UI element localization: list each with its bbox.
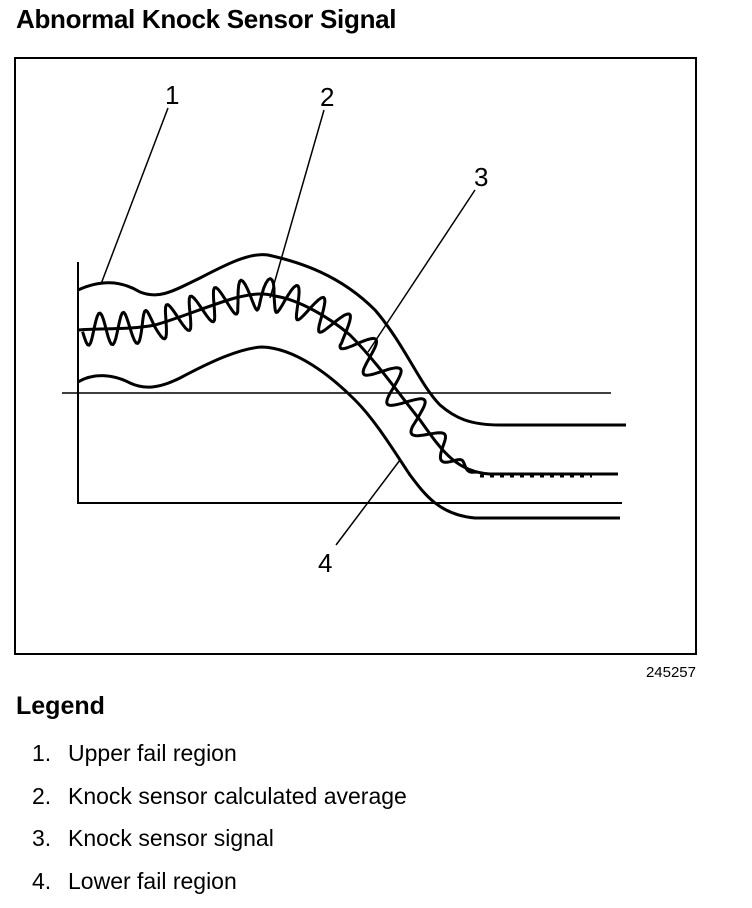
legend-item-label: Upper fail region: [68, 740, 237, 766]
knock-signal-diagram: 1 2 3 4: [14, 57, 697, 655]
callout-leader-3: [367, 189, 476, 353]
legend-heading: Legend: [16, 692, 105, 720]
callout-leader-1: [100, 107, 169, 285]
callout-leader-4: [335, 459, 401, 546]
legend-item-label: Knock sensor signal: [68, 825, 274, 851]
legend-item: 4. Lower fail region: [32, 866, 407, 908]
legend-item-number: 2.: [32, 782, 52, 809]
callout-3: 3: [474, 162, 488, 192]
legend-item-number: 4.: [32, 867, 52, 894]
diagram-frame: [14, 57, 697, 655]
diagram-title: Abnormal Knock Sensor Signal: [16, 4, 397, 34]
legend-item-label: Lower fail region: [68, 867, 237, 894]
legend-item: 3. Knock sensor signal: [32, 823, 407, 866]
legend-item-label: Knock sensor calculated average: [68, 782, 407, 809]
callout-2: 2: [320, 82, 334, 112]
callout-4: 4: [318, 548, 332, 578]
legend-list: 1. Upper fail region 2. Knock sensor calcu…: [32, 738, 407, 908]
upper-fail-boundary: [77, 253, 626, 427]
calculated-average-line: [77, 292, 618, 476]
legend-item-number: 3.: [32, 825, 52, 851]
lower-fail-boundary: [77, 345, 620, 520]
callout-1: 1: [165, 80, 179, 110]
callout-leader-2: [269, 109, 325, 299]
legend-item: 1. Upper fail region: [32, 738, 407, 781]
knock-sensor-signal: [81, 277, 477, 474]
figure-number: 245257: [645, 664, 696, 681]
legend-item-number: 1.: [32, 740, 52, 766]
legend-item: 2. Knock sensor calculated average: [32, 781, 407, 824]
